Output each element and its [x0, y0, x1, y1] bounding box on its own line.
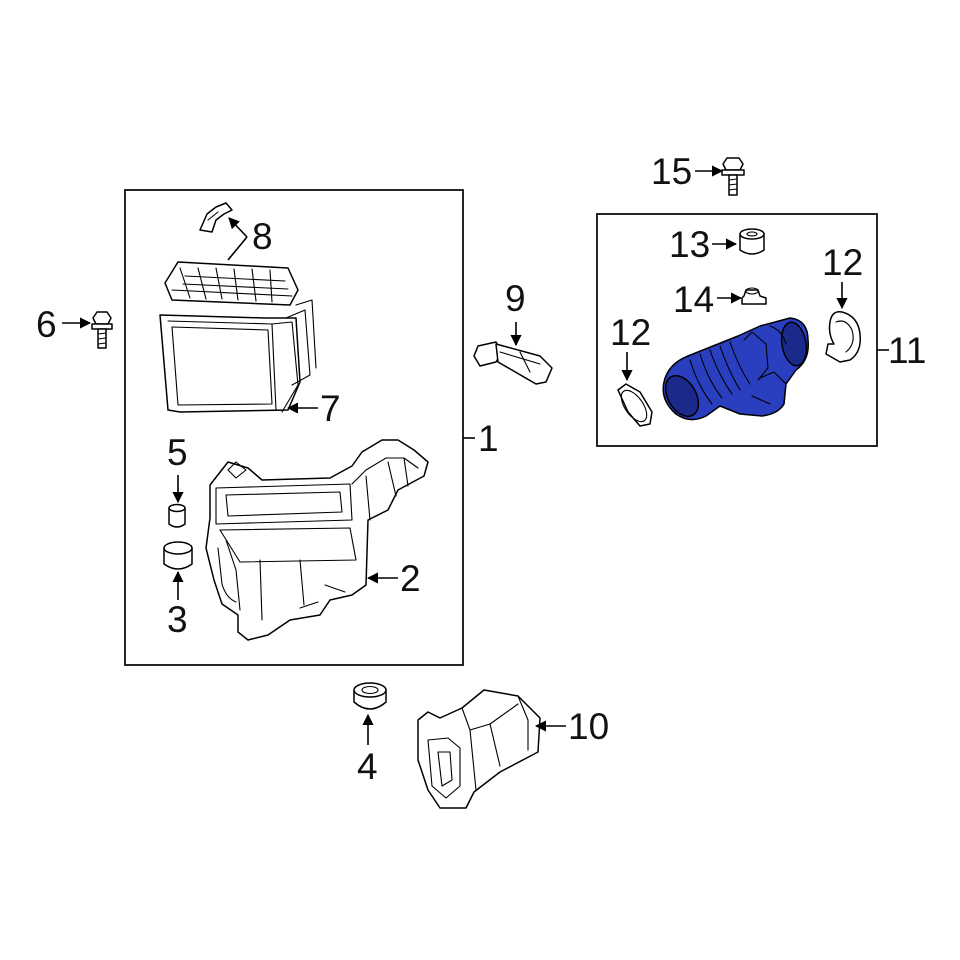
part-2-lower-case[interactable] [205, 439, 429, 641]
part-12-clamp-left[interactable] [616, 383, 653, 427]
part-8-cover[interactable] [164, 261, 299, 306]
callout-3[interactable]: 3 [167, 599, 188, 640]
part-5-sleeve[interactable] [168, 503, 186, 528]
part-10-duct[interactable] [417, 689, 541, 809]
part-3-grommet[interactable] [163, 541, 193, 570]
part-6-bolt[interactable] [91, 311, 113, 349]
part-15-bolt[interactable] [721, 157, 745, 196]
callout-1[interactable]: 1 [478, 418, 499, 459]
callout-12-left[interactable]: 12 [610, 312, 651, 353]
callout-12-right[interactable]: 12 [822, 242, 863, 283]
callout-2[interactable]: 2 [400, 558, 421, 599]
part-14-clip[interactable] [741, 287, 767, 305]
callout-13[interactable]: 13 [669, 224, 710, 265]
part-12-clamp-right[interactable] [825, 310, 862, 363]
assembly-box-11 [596, 213, 878, 447]
callout-8[interactable]: 8 [252, 216, 273, 257]
callout-10[interactable]: 10 [568, 706, 609, 747]
callout-9[interactable]: 9 [505, 278, 526, 319]
callout-14[interactable]: 14 [673, 279, 714, 320]
hose-end-left [664, 374, 700, 418]
assembly-box-1 [124, 189, 464, 666]
callout-15[interactable]: 15 [651, 151, 692, 192]
part-8-clip[interactable] [199, 202, 233, 233]
part-9-sensor[interactable] [473, 341, 553, 385]
callout-4[interactable]: 4 [357, 746, 378, 787]
part-11-intake-hose[interactable] [659, 317, 810, 422]
part-13-grommet[interactable] [739, 228, 765, 255]
callout-6[interactable]: 6 [36, 304, 57, 345]
callout-5[interactable]: 5 [167, 432, 188, 473]
callout-11[interactable]: 11 [888, 330, 926, 371]
callout-7[interactable]: 7 [320, 388, 341, 429]
hose-end-right [780, 321, 808, 367]
part-4-grommet[interactable] [353, 682, 387, 710]
part-7-filter[interactable] [159, 299, 317, 413]
